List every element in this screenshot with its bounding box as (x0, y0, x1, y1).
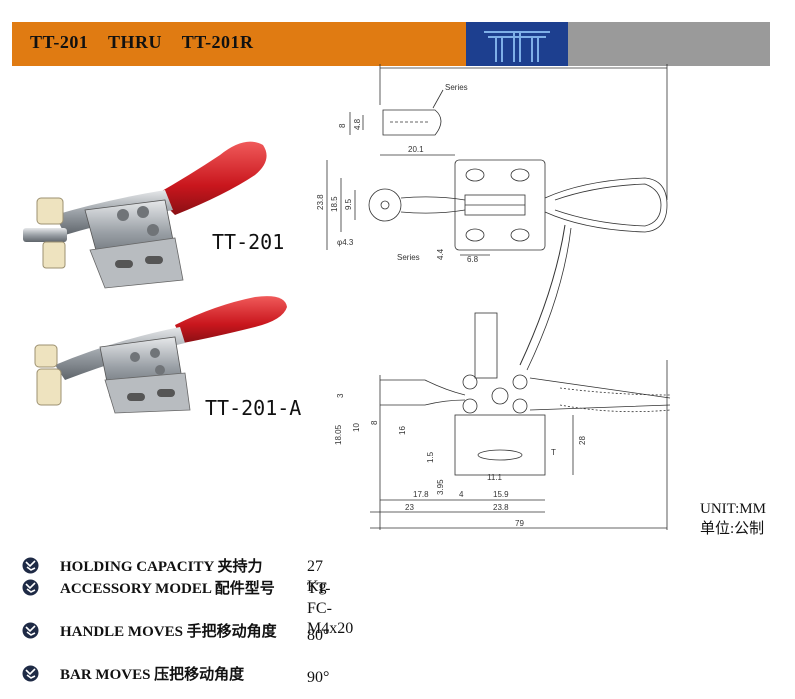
dim-23-8-b: 23.8 (493, 503, 509, 512)
dim-6-8: 6.8 (467, 255, 479, 264)
spec-label: HOLDING CAPACITY 夹持力 (60, 559, 263, 575)
dim-10: 10 (352, 423, 361, 432)
spec-value: 80° (307, 627, 330, 644)
product-photo-tt201 (15, 120, 295, 290)
dim-1-5: 1.5 (426, 451, 435, 463)
unit-line-2: 单位:公制 (700, 521, 765, 537)
spec-label: BAR MOVES 压把移动角度 (60, 667, 245, 683)
dim-3-95: 3.95 (436, 479, 445, 495)
model-label-tt201a: TT-201-A (205, 396, 302, 420)
dim-3: 3 (336, 393, 345, 398)
dim-15-9: 15.9 (493, 490, 509, 499)
spec-value: 90° (307, 669, 330, 686)
unit-line-1: UNIT:MM (700, 501, 766, 517)
dim-9-5: 9.5 (344, 198, 353, 210)
product-photo-tt201a (15, 285, 295, 415)
bullet-icon (22, 557, 39, 574)
spec-value: 27 Kg (307, 558, 327, 595)
dim-8-top: 8 (338, 123, 347, 128)
dim-4: 4 (459, 490, 464, 499)
dim-23-8: 23.8 (316, 194, 325, 210)
dim-18-5: 18.5 (330, 196, 339, 212)
dim-series-top: Series (445, 83, 468, 92)
dim-18-05: 18.05 (334, 424, 343, 445)
logo-icon (484, 31, 550, 62)
bullet-icon (22, 579, 39, 596)
brand-logo (466, 22, 568, 66)
page-title: TT-201 THRU TT-201R (30, 32, 254, 52)
dim-T: T (551, 448, 556, 457)
bullet-icon (22, 622, 39, 639)
bullet-icon (22, 665, 39, 682)
dim-16: 16 (398, 426, 407, 435)
dim-8-side: 8 (370, 420, 379, 425)
model-label-tt201: TT-201 (212, 230, 285, 254)
dim-series-bottom: Series (397, 253, 420, 262)
dim-23: 23 (405, 503, 414, 512)
header-grey-block (568, 22, 770, 66)
spec-value: TT-FC-M4x20 (307, 580, 354, 637)
dim-4-4: 4.4 (436, 248, 445, 260)
dim-48: 4.8 (353, 118, 362, 130)
dim-79: 79 (515, 519, 524, 528)
dim-28: 28 (578, 436, 587, 445)
dim-phi-4-3: φ4.3 (337, 238, 354, 247)
spec-label: HANDLE MOVES 手把移动角度 (60, 624, 277, 640)
unit-note: UNIT:MM 单位:公制 (700, 499, 766, 539)
technical-drawing: Series 8 4.8 20.1 23.8 18.5 9.5 φ4.3 Ser… (315, 60, 680, 545)
spec-label: ACCESSORY MODEL 配件型号 (60, 581, 275, 597)
dim-20-1: 20.1 (408, 145, 424, 154)
dim-17-8: 17.8 (413, 490, 429, 499)
dim-11-1: 11.1 (487, 473, 503, 482)
